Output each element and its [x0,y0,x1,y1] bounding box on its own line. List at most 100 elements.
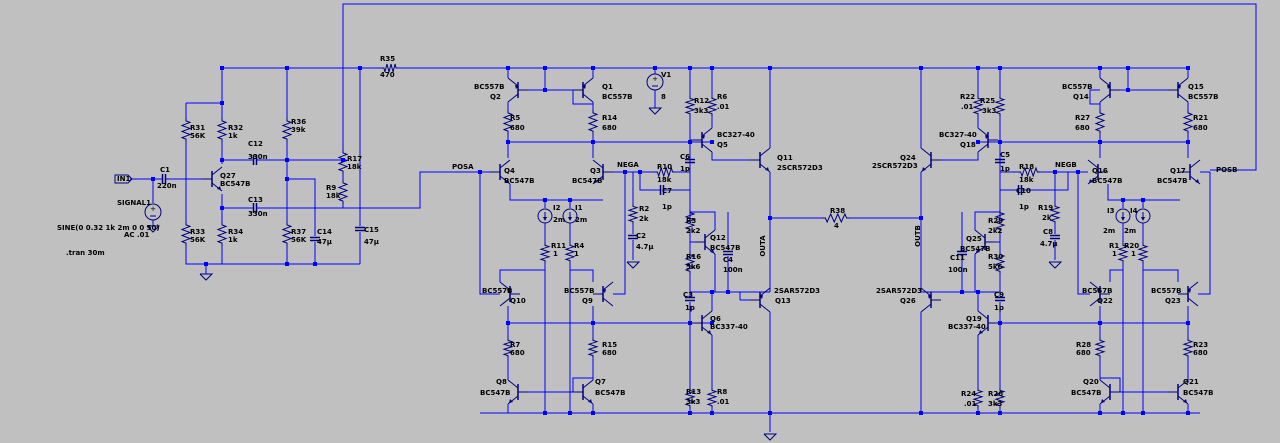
label-q6: Q6 [710,315,721,323]
label-c15v: 47µ [364,238,379,246]
label-c2: C2 [636,232,646,240]
label-c6v: 1p [680,165,690,173]
label-r2v: 2k [639,215,649,223]
label-r37: R37 [291,228,306,236]
label-q10m: BC557B [482,287,512,295]
label-r31: R31 [190,124,205,132]
junction-dot [591,140,595,144]
resistor-r4 [564,243,576,263]
label-r33v: 56K [190,236,206,244]
label-i2v: 2m [553,216,565,224]
transistor-q11 [750,147,771,173]
label-in1: IN1 [117,175,130,183]
junction-dot [543,66,547,70]
label-r25v: 3k3 [982,107,997,115]
wire [479,172,500,295]
transistor-q13 [750,287,771,313]
label-i4: I4 [1130,207,1138,215]
label-c10: C10 [1016,187,1031,195]
label-q1v: BC557B [602,93,632,101]
resistor-r23 [1182,338,1194,358]
label-q23m: BC557B [1151,287,1181,295]
label-tran: .tran 30m [66,249,105,257]
label-q18m: BC327-40 [939,131,977,139]
wire [974,211,1000,230]
capacitor-c4 [723,250,733,256]
label-posa: POSA [452,163,474,171]
junction-dot [1053,170,1057,174]
label-q19: Q19 [966,315,982,323]
label-r14v: 680 [602,124,617,132]
junction-dot [976,290,980,294]
label-r20v: 1 [1131,250,1136,258]
label-r13v: 3k3 [686,398,701,406]
label-r27: R27 [1075,114,1090,122]
label-r3v: 2k2 [686,227,701,235]
resistor-r3 [684,210,696,232]
junction-dot [151,177,155,181]
label-q27v: BC547B [220,180,250,188]
wire [613,172,626,295]
junction-dot [568,411,572,415]
label-r7: R7 [510,341,520,349]
resistor-r25 [994,96,1006,116]
label-signal1: SIGNAL1 [117,199,151,207]
resistor-r31 [180,118,192,142]
resistor-r8 [706,388,718,408]
label-r21: R21 [1193,114,1208,122]
wire [499,269,545,282]
label-c11: C11 [950,254,965,262]
label-q18: Q18 [960,141,976,149]
resistor-r22 [972,96,984,116]
label-q24: Q24 [900,154,916,162]
resistor-r16 [684,252,696,274]
junction-dot [960,290,964,294]
junction-dot [768,411,772,415]
junction-dot [710,140,714,144]
transistor-q24 [920,147,941,173]
label-r29v: 2k2 [988,227,1003,235]
junction-dot [591,321,595,325]
junction-dot [688,66,692,70]
junction-dot [688,140,692,144]
transistor-q25 [974,229,995,255]
label-c1: C1 [160,166,170,174]
label-r16: R16 [686,253,701,261]
label-r6: R6 [717,93,727,101]
transistor-q2 [507,77,528,103]
label-q26m: 2SAR572D3 [876,287,922,295]
label-r26: R26 [988,390,1003,398]
junction-dot [313,262,317,266]
label-negb: NEGB [1055,161,1077,169]
junction-dot [285,66,289,70]
label-r8: R8 [717,388,727,396]
label-r6v: .01 [717,103,730,111]
label-c7v: 1p [662,203,672,211]
transistor-q5 [692,127,713,153]
ground-c8 [1048,261,1063,269]
label-q20v: BC547B [1071,389,1101,397]
junction-dot [1186,140,1190,144]
transistor-q17 [1180,159,1201,185]
label-r2: R2 [639,205,649,213]
resistor-r30 [994,252,1006,274]
wire [343,171,470,209]
junction-dot [220,101,224,105]
label-q7v: BC547B [595,389,625,397]
label-r34v: 1k [228,236,238,244]
label-c3: C3 [683,291,693,299]
label-r19: R19 [1038,204,1053,212]
junction-dot [976,66,980,70]
capacitor-c5 [995,158,1005,164]
label-r28: R28 [1076,341,1091,349]
junction-dot [591,66,595,70]
junction-dot [1076,170,1080,174]
resistor-r36 [281,118,293,142]
label-r25: R25 [980,97,995,105]
resistor-r21 [1182,110,1194,134]
current-source-i2 [537,208,553,224]
label-q22: Q22 [1097,297,1113,305]
